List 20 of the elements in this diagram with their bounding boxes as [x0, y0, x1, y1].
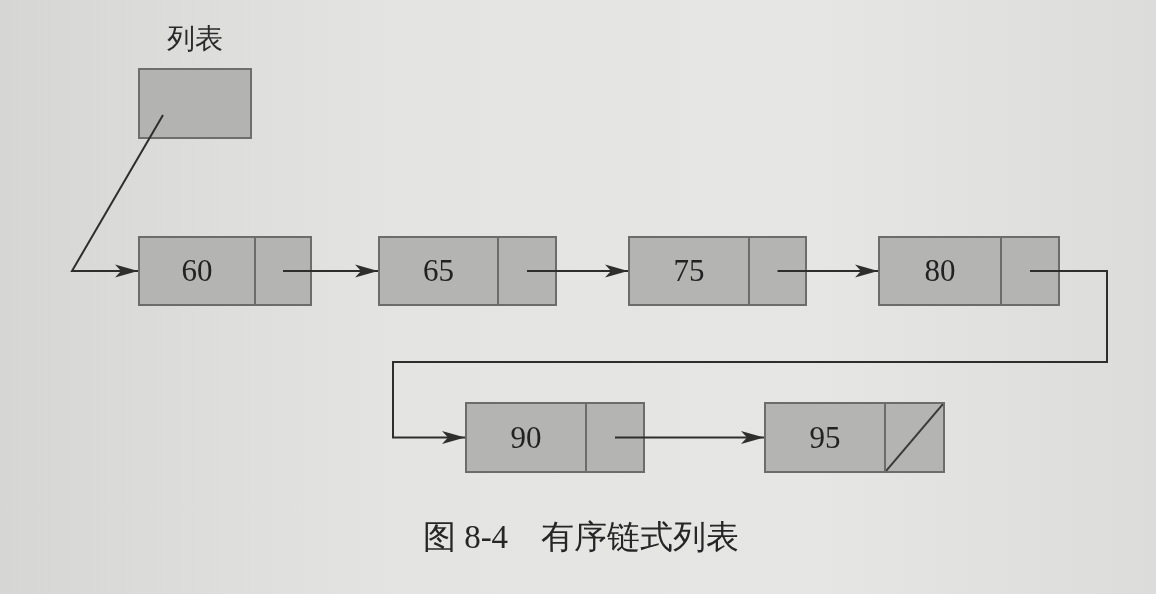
- arrow: [70, 114, 164, 278]
- figure-caption: 图 8-4 有序链式列表: [422, 518, 740, 557]
- list-node: [878, 236, 1060, 306]
- list-node: [628, 236, 807, 306]
- arrow: [614, 431, 765, 444]
- node-value: 80: [924, 253, 956, 289]
- list-node: [378, 236, 557, 306]
- node-value: 60: [181, 253, 213, 289]
- node-value: 65: [423, 253, 454, 289]
- node-value: 75: [673, 253, 705, 289]
- node-value: 90: [510, 419, 542, 456]
- list-node: [138, 236, 312, 306]
- arrow: [526, 264, 629, 278]
- arrow: [776, 264, 879, 278]
- list-node: [764, 402, 945, 473]
- variable-label: 列表: [167, 22, 223, 56]
- node-value: 95: [809, 419, 841, 456]
- list-node: [465, 402, 645, 473]
- arrow: [392, 270, 1108, 444]
- arrow: [282, 264, 379, 278]
